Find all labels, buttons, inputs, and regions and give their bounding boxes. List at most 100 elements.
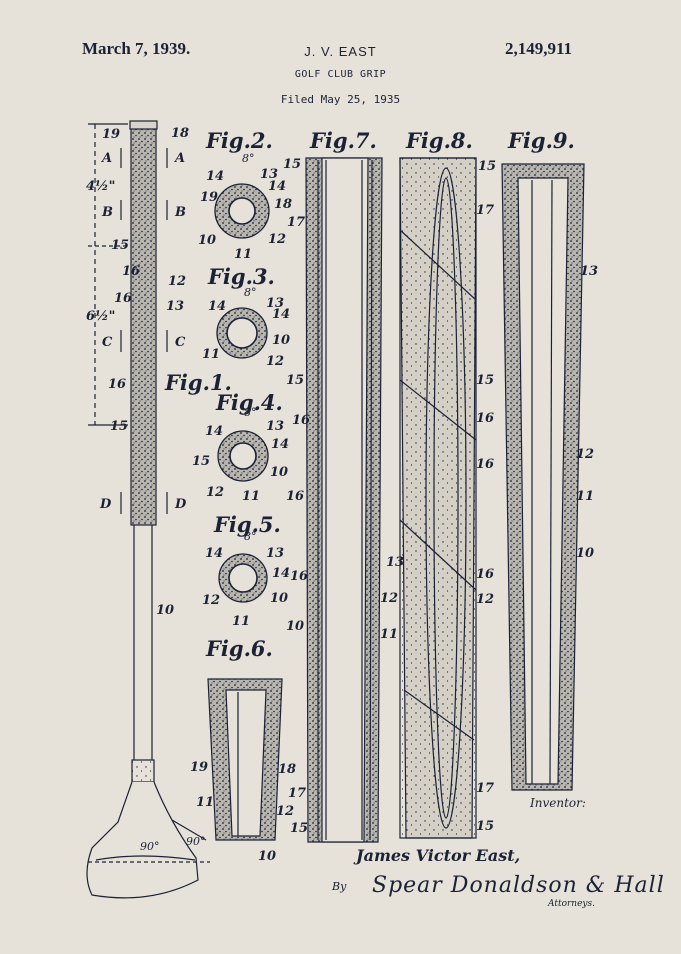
patent-date: March 7, 1939. [82,39,191,58]
svg-text:14: 14 [205,424,223,439]
svg-text:10: 10 [258,849,276,864]
fig-9-label: Fig.9. [508,128,575,153]
svg-text:16: 16 [476,567,494,582]
svg-text:13: 13 [266,546,284,561]
svg-text:17: 17 [476,203,494,218]
svg-text:13: 13 [260,167,278,182]
svg-text:13: 13 [580,264,598,279]
svg-text:14: 14 [272,307,290,322]
svg-text:15: 15 [192,454,210,469]
svg-text:8°: 8° [244,530,257,543]
svg-text:14: 14 [268,179,286,194]
section-a-left: A [100,151,112,166]
svg-text:16: 16 [292,413,310,428]
svg-text:13: 13 [386,555,404,570]
fig-6-label: Fig.6. [206,636,273,661]
svg-text:16: 16 [114,291,132,306]
dim-lower: 6½" [86,309,115,324]
svg-text:12: 12 [206,485,224,500]
angle-head: 90° [186,835,206,848]
svg-text:10: 10 [576,546,594,561]
svg-text:15: 15 [283,157,301,172]
svg-text:8°: 8° [242,152,255,165]
svg-text:18: 18 [171,126,189,141]
svg-text:12: 12 [268,232,286,247]
svg-text:18: 18 [274,197,292,212]
svg-text:14: 14 [271,437,289,452]
svg-text:15: 15 [290,821,308,836]
section-c-right: C [175,335,186,350]
fig-4-label: Fig.4. [216,390,283,415]
svg-text:13: 13 [266,296,284,311]
svg-text:10: 10 [156,603,174,618]
svg-text:11: 11 [242,489,260,504]
svg-text:10: 10 [270,465,288,480]
grip-body [130,124,157,526]
svg-text:12: 12 [168,274,186,289]
section-c-left: C [102,335,113,350]
inventor-heading: J. V. EAST [304,44,377,59]
by-label: By [332,880,347,893]
svg-text:14: 14 [206,169,224,184]
figure-7-section [305,157,383,843]
fig-1-label: Fig.1. [165,370,232,395]
svg-text:12: 12 [266,354,284,369]
svg-text:15: 15 [111,238,129,253]
svg-text:15: 15 [476,373,494,388]
section-b-left: B [101,205,113,220]
svg-text:10: 10 [198,233,216,248]
svg-text:11: 11 [234,247,252,262]
figure-1-club [86,120,210,899]
svg-text:14: 14 [208,299,226,314]
svg-text:19: 19 [190,760,208,775]
svg-text:18: 18 [278,762,296,777]
figure-8-grip-wrap [399,157,477,839]
svg-text:17: 17 [287,215,305,230]
figure-9-section [501,163,585,791]
filing-date: Filed May 25, 1935 [280,93,401,106]
fig-8-label: Fig.8. [406,128,473,153]
inventor-name: James Victor East, [356,846,521,865]
patent-title: GOLF CLUB GRIP [294,69,387,80]
svg-text:10: 10 [270,591,288,606]
svg-text:11: 11 [232,614,250,629]
svg-text:16: 16 [286,489,304,504]
patent-number: 2,149,911 [505,39,573,58]
svg-text:15: 15 [110,419,128,434]
svg-text:13: 13 [166,299,184,314]
svg-text:12: 12 [380,591,398,606]
svg-text:16: 16 [108,377,126,392]
dimension-labels: 4½" 6½" 90° 90° A A B B C C D D [86,151,206,853]
svg-text:10: 10 [272,333,290,348]
svg-text:15: 15 [478,159,496,174]
svg-text:11: 11 [576,489,594,504]
svg-text:12: 12 [576,447,594,462]
figure-6-section [207,678,283,841]
attorneys-signature: Spear Donaldson & Hall [372,873,665,898]
section-b-right: B [174,205,186,220]
fig-5-label: Fig.5. [214,512,281,537]
svg-text:13: 13 [266,419,284,434]
fig-2-label: Fig.2. [206,128,273,153]
section-a-right: A [173,151,185,166]
svg-text:15: 15 [286,373,304,388]
svg-text:11: 11 [202,347,220,362]
svg-text:16: 16 [122,264,140,279]
svg-text:19: 19 [200,190,218,205]
dim-upper: 4½" [86,179,115,194]
svg-text:10: 10 [286,619,304,634]
attorneys-label: Attorneys. [548,899,595,909]
svg-text:12: 12 [276,804,294,819]
svg-text:19: 19 [102,127,120,142]
svg-text:12: 12 [202,593,220,608]
svg-text:11: 11 [380,627,398,642]
svg-text:12: 12 [476,592,494,607]
svg-text:17: 17 [288,786,306,801]
angle-club: 90° [140,840,160,853]
fig-3-label: Fig.3. [208,264,275,289]
inventor-label: Inventor: [530,796,586,810]
cross-sections [214,183,270,603]
